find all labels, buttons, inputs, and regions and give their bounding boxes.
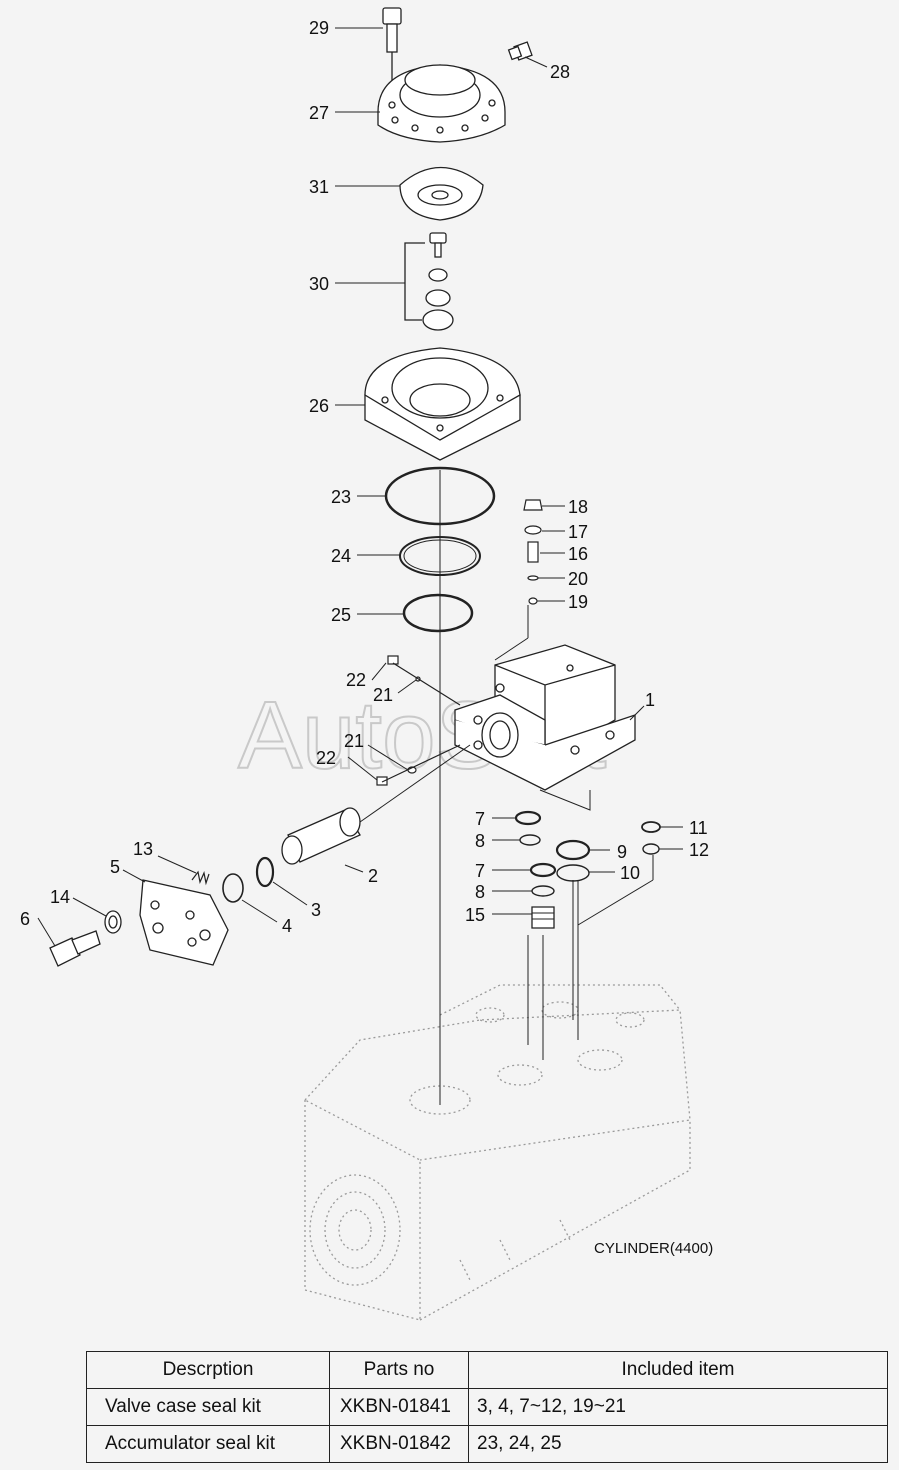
cylinder-label: CYLINDER(4400) — [594, 1240, 713, 1257]
plugs-21-22 — [376, 655, 461, 786]
fitting-28 — [507, 41, 533, 61]
kit-parts-no: XKBN-01842 — [329, 1425, 469, 1463]
table-row: Accumulator seal kit XKBN-01842 23, 24, … — [86, 1425, 888, 1463]
callout-20: 20 — [568, 569, 588, 589]
callout-labels: 29 28 27 31 30 26 23 24 25 18 17 16 20 1… — [20, 18, 709, 936]
callout-1: 1 — [645, 690, 655, 710]
kit-included-items: 3, 4, 7~12, 19~21 — [468, 1388, 888, 1426]
bolt-6 — [49, 930, 101, 967]
header-description: Descrption — [86, 1351, 330, 1389]
callout-25: 25 — [331, 605, 351, 625]
housing-26 — [364, 347, 521, 461]
kit-included-items: 23, 24, 25 — [468, 1425, 888, 1463]
table-row: Valve case seal kit XKBN-01841 3, 4, 7~1… — [86, 1388, 888, 1426]
valve-block-1 — [454, 644, 636, 791]
kit-parts-no: XKBN-01841 — [329, 1388, 469, 1426]
callout-23: 23 — [331, 487, 351, 507]
header-included-item: Included item — [468, 1351, 888, 1389]
callout-11: 11 — [689, 818, 708, 838]
small-parts-16-20 — [523, 499, 543, 605]
callout-13: 13 — [133, 839, 153, 859]
callout-8-bottom: 8 — [475, 882, 485, 902]
callout-9: 9 — [617, 842, 627, 862]
callout-2: 2 — [368, 866, 378, 886]
callout-10: 10 — [620, 863, 640, 883]
callout-22-bottom: 22 — [316, 748, 336, 768]
callout-15: 15 — [465, 905, 485, 925]
callout-5: 5 — [110, 857, 120, 877]
cover-plate-5 — [139, 879, 229, 966]
callout-8-top: 8 — [475, 831, 485, 851]
callout-24: 24 — [331, 546, 351, 566]
callout-28: 28 — [550, 62, 570, 82]
callout-7-bottom: 7 — [475, 861, 485, 881]
table-header-row: Descrption Parts no Included item — [86, 1351, 888, 1389]
callout-17: 17 — [568, 522, 588, 542]
callout-4: 4 — [282, 916, 292, 936]
diaphragm-31 — [399, 166, 484, 221]
callout-14: 14 — [50, 887, 70, 907]
callout-6: 6 — [20, 909, 30, 929]
cylinder-block — [304, 984, 691, 1321]
callout-16: 16 — [568, 544, 588, 564]
cover-27 — [377, 64, 506, 143]
header-parts-no: Parts no — [329, 1351, 469, 1389]
kit-description: Valve case seal kit — [86, 1388, 330, 1426]
plug-set-30 — [404, 232, 454, 331]
callout-27: 27 — [309, 103, 329, 123]
exploded-parts-diagram: AutoSoft — [20, 7, 713, 1321]
callout-30: 30 — [309, 274, 329, 294]
spring-13 — [191, 870, 210, 886]
washer-14 — [104, 910, 122, 934]
callout-29: 29 — [309, 18, 329, 38]
o-rings-3-4 — [222, 856, 275, 903]
seal-kit-table: Descrption Parts no Included item Valve … — [86, 1351, 888, 1463]
callout-3: 3 — [311, 900, 321, 920]
spool-2 — [281, 744, 471, 865]
callout-22-top: 22 — [346, 670, 366, 690]
callout-31: 31 — [309, 177, 329, 197]
callout-26: 26 — [309, 396, 329, 416]
callout-21-top: 21 — [373, 685, 393, 705]
callout-7-top: 7 — [475, 809, 485, 829]
callout-18: 18 — [568, 497, 588, 517]
callout-19: 19 — [568, 592, 588, 612]
kit-description: Accumulator seal kit — [86, 1425, 330, 1463]
callout-12: 12 — [689, 840, 709, 860]
callout-21-bottom: 21 — [344, 731, 364, 751]
leader-lines — [37, 27, 683, 947]
